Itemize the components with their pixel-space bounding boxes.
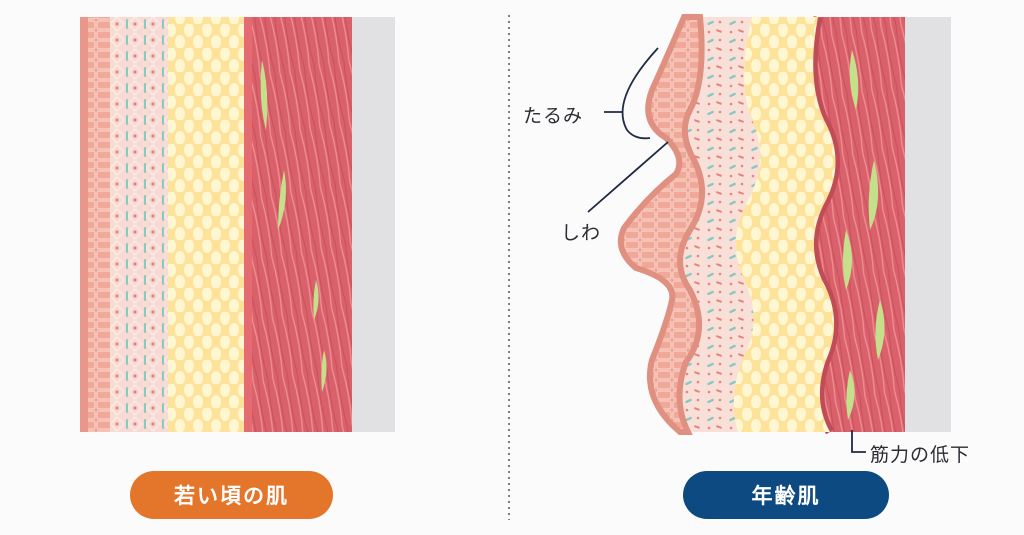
young-skin-layers xyxy=(80,17,395,432)
young-skin-badge: 若い頃の肌 xyxy=(130,471,333,519)
aged-muscle-highlight xyxy=(868,160,879,230)
aged-fat-layer xyxy=(733,17,836,432)
sagging-bracket xyxy=(621,47,659,140)
young-dermis xyxy=(110,17,168,432)
aged-bone xyxy=(905,17,951,432)
young-muscle-highlight xyxy=(260,60,268,130)
young-muscle-highlight xyxy=(313,280,319,320)
aged-skin-badge: 年齢肌 xyxy=(683,471,889,519)
muscle-leader xyxy=(851,430,866,453)
young-epidermis xyxy=(88,17,110,432)
wrinkles-label: しわ xyxy=(561,222,602,244)
young-muscle xyxy=(252,17,352,432)
aged-muscle-highlight xyxy=(843,230,852,290)
aged-muscle-highlight xyxy=(849,50,859,110)
aged-muscle-highlight xyxy=(875,300,885,360)
aged-epidermis xyxy=(618,14,706,435)
young-muscle-highlight xyxy=(321,350,327,392)
young-fat-layer xyxy=(168,17,244,432)
sagging-label: たるみ xyxy=(523,105,584,127)
muscle-decline-label: 筋力の低下 xyxy=(870,444,971,466)
aged-muscle-highlight xyxy=(846,370,855,420)
aged-skin-layers xyxy=(618,14,951,435)
wrinkle-leader xyxy=(587,141,669,213)
young-fascia xyxy=(244,17,252,432)
young-muscle-highlight xyxy=(278,170,286,230)
young-bone xyxy=(352,17,395,432)
